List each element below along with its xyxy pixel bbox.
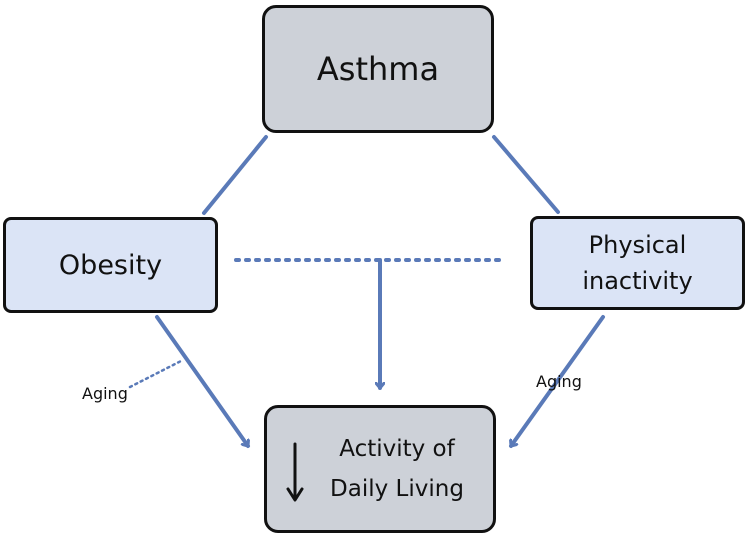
- arrow-obesity-to-outcome: [155, 315, 248, 448]
- down-arrow-icon: [286, 442, 304, 502]
- arrow-inactivity-to-outcome: [511, 315, 605, 448]
- asthma-node: Asthma: [262, 5, 494, 133]
- physical-inactivity-label: Physical inactivity: [582, 227, 692, 299]
- physical-inactivity-node: Physical inactivity: [530, 216, 745, 310]
- activity-of-daily-living-line-2: Daily Living: [330, 476, 464, 502]
- aging-label-right: Aging: [536, 372, 582, 391]
- aging-label-left: Aging: [82, 384, 128, 403]
- link-asthma-obesity: [202, 135, 268, 215]
- aging-modifier-dotted-line: [128, 359, 183, 389]
- obesity-label: Obesity: [58, 249, 163, 281]
- link-asthma-inactivity: [492, 135, 560, 214]
- physical-inactivity-line-1: Physical: [588, 231, 687, 259]
- asthma-label: Asthma: [316, 50, 440, 88]
- activity-of-daily-living-node: Activity of Daily Living: [264, 405, 496, 533]
- obesity-node: Obesity: [3, 217, 218, 313]
- activity-of-daily-living-label: Activity of Daily Living: [296, 429, 464, 509]
- physical-inactivity-line-2: inactivity: [582, 267, 693, 295]
- activity-of-daily-living-line-1: Activity of: [339, 436, 455, 462]
